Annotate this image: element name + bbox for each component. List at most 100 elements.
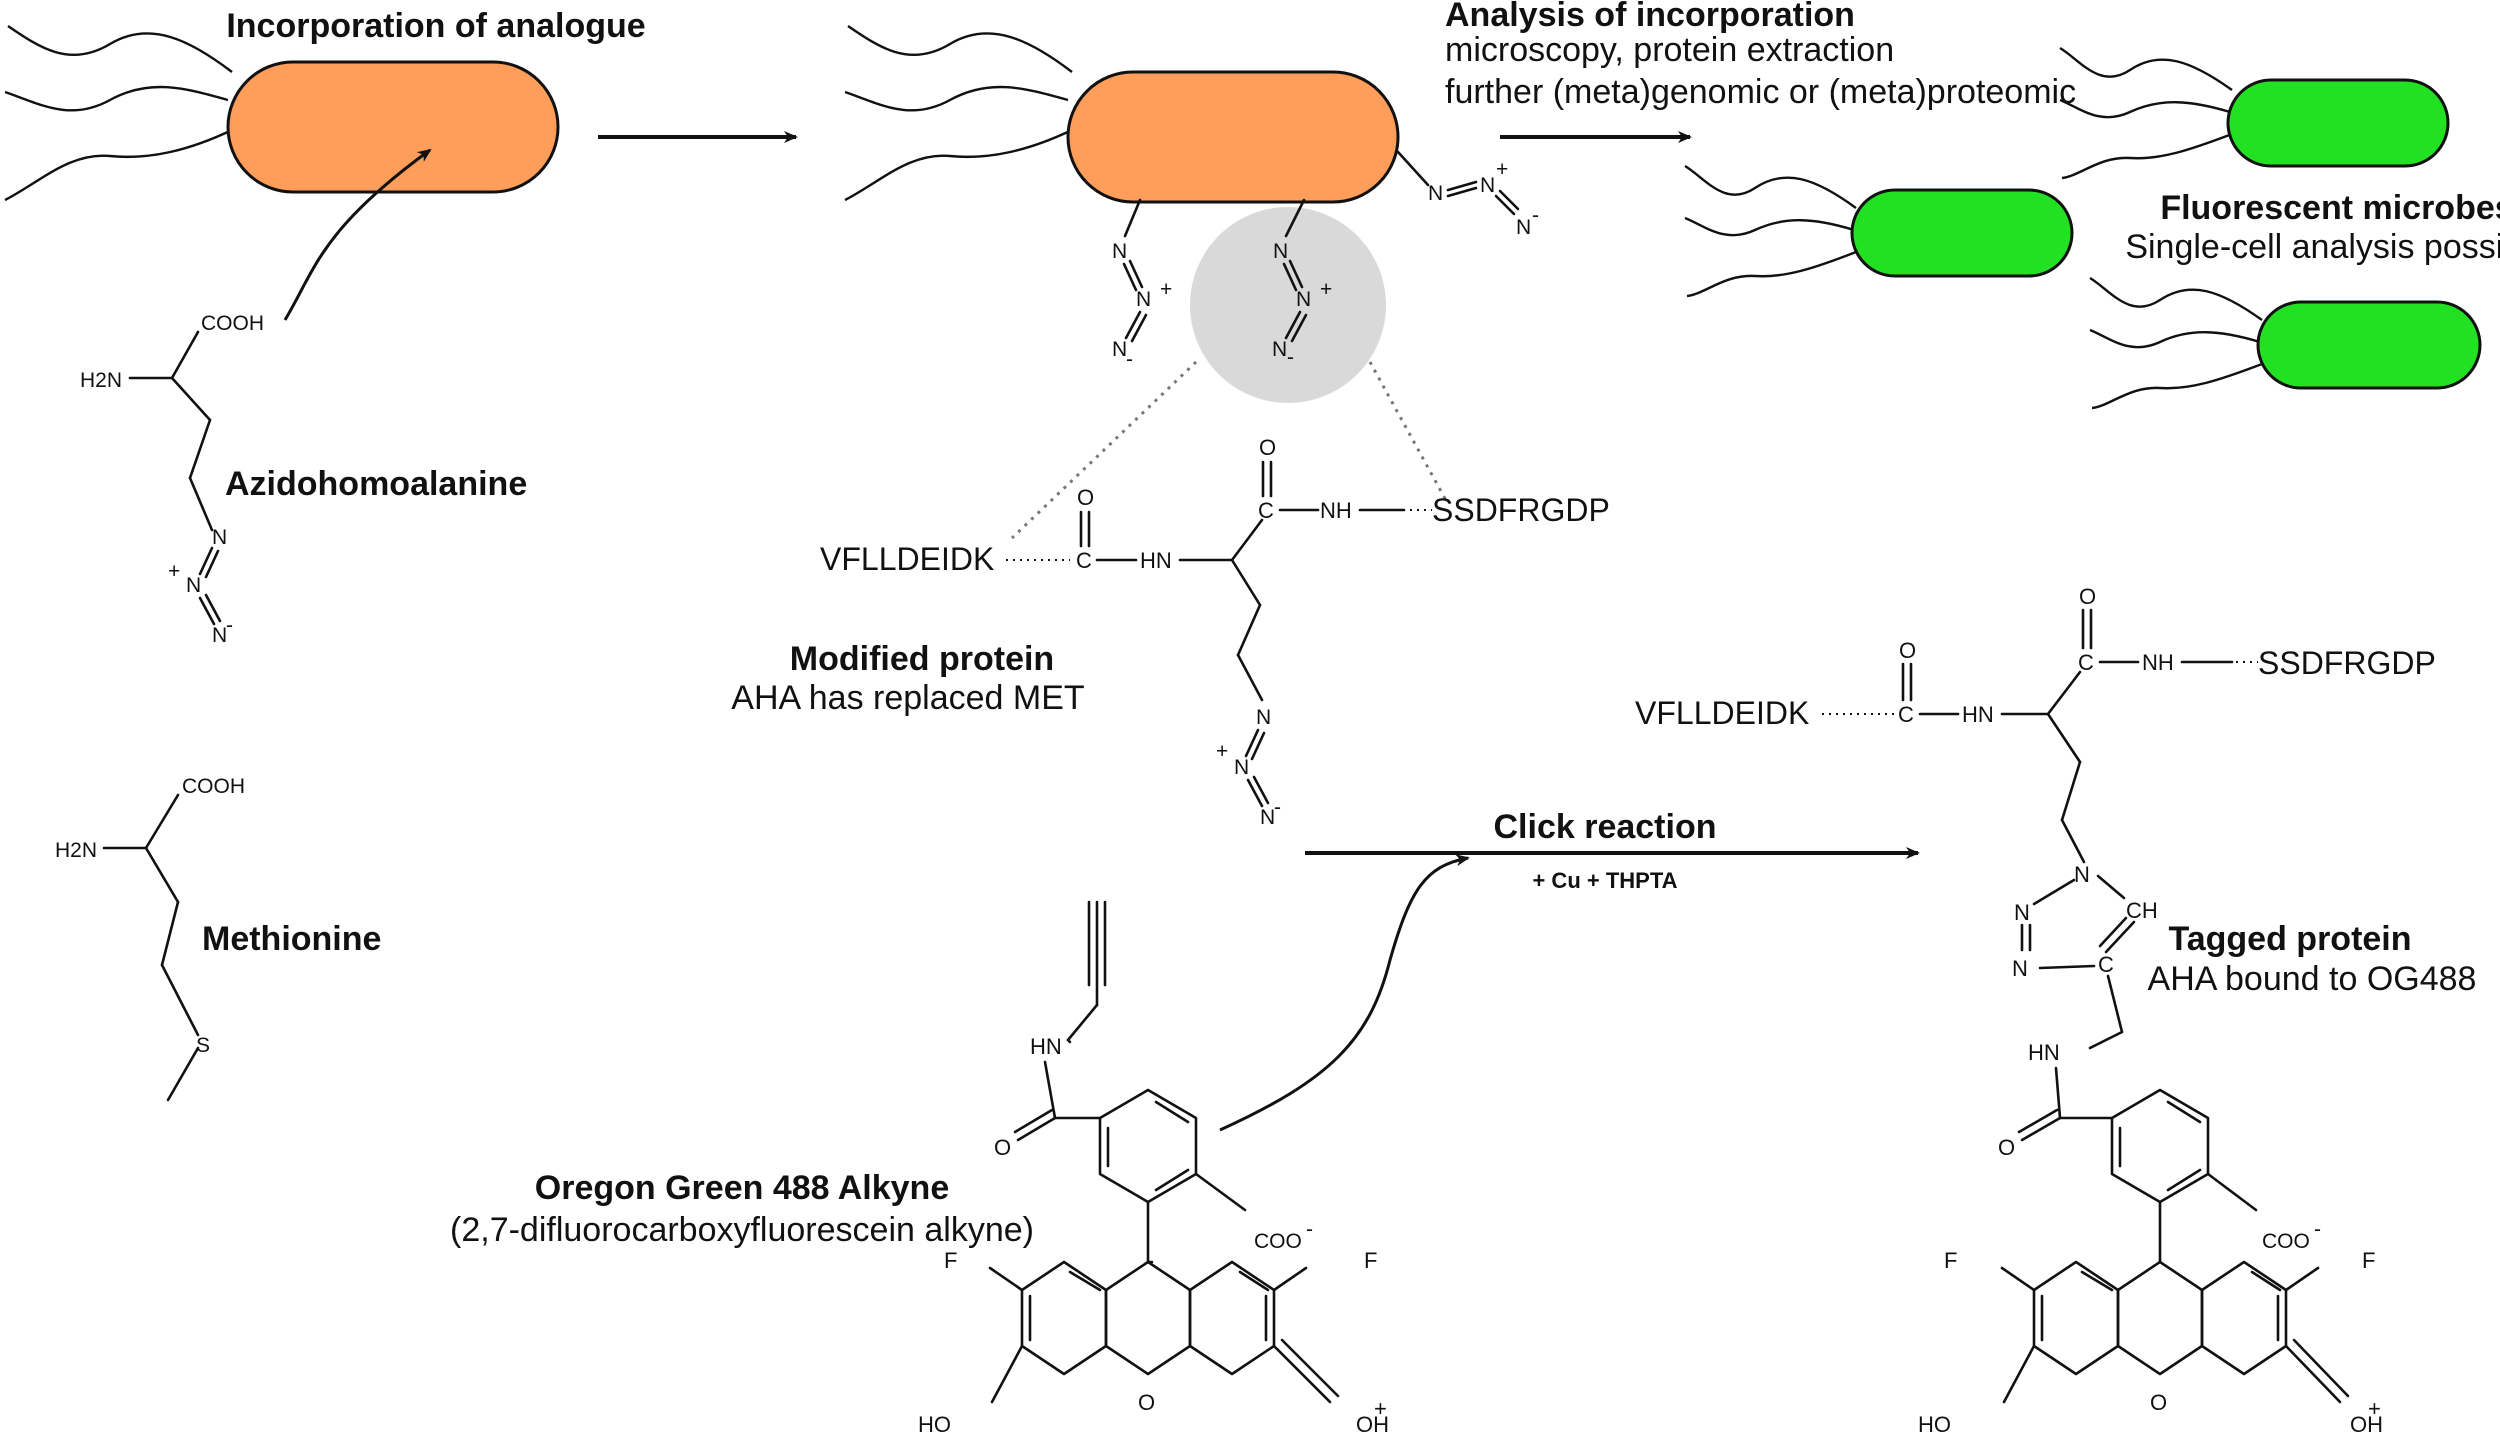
incorporation-title: Incorporation of analogue xyxy=(226,7,645,45)
aha-cooh: COOH xyxy=(201,312,264,335)
svg-text:N: N xyxy=(1516,216,1531,239)
methionine-structure: COOH H2N S xyxy=(55,775,245,1102)
svg-text:-: - xyxy=(1306,1218,1313,1241)
svg-text:N: N xyxy=(1136,288,1151,311)
aha-h2n: H2N xyxy=(80,369,122,392)
methionine-label: Methionine xyxy=(202,920,381,958)
svg-text:N: N xyxy=(1112,338,1127,361)
svg-text:F: F xyxy=(1944,1248,1957,1273)
svg-text:C: C xyxy=(2098,952,2114,977)
fluorescent-title: Fluorescent microbes xyxy=(2160,189,2500,227)
analysis-line2: further (meta)genomic or (meta)proteomic xyxy=(1445,73,2076,111)
svg-text:O: O xyxy=(1138,1390,1155,1415)
svg-text:HO: HO xyxy=(1918,1412,1951,1437)
svg-text:COO: COO xyxy=(1254,1230,1302,1253)
svg-text:N: N xyxy=(2014,900,2030,925)
svg-text:N: N xyxy=(1234,756,1249,779)
uptake-arrow xyxy=(283,148,432,321)
dye-title: Oregon Green 488 Alkyne xyxy=(535,1169,949,1207)
dye-subtitle: (2,7-difluorocarboxyfluorescein alkyne) xyxy=(450,1211,1034,1249)
svg-text:N: N xyxy=(1256,706,1271,729)
svg-text:+: + xyxy=(1374,1396,1387,1421)
svg-text:+: + xyxy=(1160,278,1172,301)
modified-protein-title: Modified protein xyxy=(790,640,1054,678)
svg-text:O: O xyxy=(1077,485,1094,510)
svg-text:+: + xyxy=(1496,158,1508,181)
svg-text:-: - xyxy=(1274,796,1281,819)
aha-structure: COOH H2N N N + N - xyxy=(80,312,264,647)
zoom-line-right xyxy=(1368,361,1450,505)
green-bacterium-3 xyxy=(2256,300,2482,390)
svg-text:F: F xyxy=(1364,1248,1377,1273)
click-reaction-title: Click reaction xyxy=(1494,808,1717,846)
svg-text:H2N: H2N xyxy=(55,839,97,862)
svg-text:N: N xyxy=(2012,956,2028,981)
orange-bacterium-modified-body xyxy=(1066,70,1400,204)
og488-alkyne-structure: HN O COO - O F F HO OH + xyxy=(918,900,1389,1437)
analysis-line1: microscopy, protein extraction xyxy=(1445,31,1894,69)
svg-text:F: F xyxy=(2362,1248,2375,1273)
svg-text:-: - xyxy=(1126,348,1133,371)
svg-text:HN: HN xyxy=(1030,1034,1062,1059)
cell-orange-left xyxy=(4,25,560,202)
svg-text:COO: COO xyxy=(2262,1230,2310,1253)
svg-text:N: N xyxy=(1272,338,1287,361)
svg-text:OH: OH xyxy=(1356,1412,1389,1437)
svg-text:O: O xyxy=(2150,1390,2167,1415)
svg-text:HN: HN xyxy=(2028,1040,2060,1065)
svg-text:+: + xyxy=(2368,1396,2381,1421)
cell-green-middle xyxy=(1684,164,2074,298)
svg-text:O: O xyxy=(994,1135,1011,1160)
svg-text:NH: NH xyxy=(2142,650,2174,675)
svg-text:HN: HN xyxy=(1140,548,1172,573)
cell-green-top xyxy=(2059,46,2450,180)
svg-text:N: N xyxy=(1428,182,1443,205)
green-bacterium-2 xyxy=(1850,188,2074,278)
modified-protein-structure: VFLLDEIDK C O HN C O NH SSDFRGDP N N + N… xyxy=(820,435,1610,829)
tagged-protein-title: Tagged protein xyxy=(2168,920,2411,958)
svg-text:N: N xyxy=(2074,862,2090,887)
click-reagents: + Cu + THPTA xyxy=(1532,868,1677,893)
green-bacterium-1 xyxy=(2226,78,2450,168)
orange-bacterium-body xyxy=(226,60,560,194)
svg-text:N: N xyxy=(1112,240,1127,263)
svg-text:COOH: COOH xyxy=(182,775,245,798)
svg-text:-: - xyxy=(2314,1218,2321,1241)
seq-right: SSDFRGDP xyxy=(1432,492,1610,528)
svg-text:O: O xyxy=(2079,584,2096,609)
svg-text:O: O xyxy=(1998,1135,2015,1160)
svg-text:NH: NH xyxy=(1320,498,1352,523)
zoom-circle xyxy=(1190,207,1386,403)
analysis-title: Analysis of incorporation xyxy=(1445,0,1855,34)
svg-text:N: N xyxy=(1296,288,1311,311)
svg-text:CH: CH xyxy=(2126,898,2158,923)
svg-text:F: F xyxy=(944,1248,957,1273)
svg-text:C: C xyxy=(2078,650,2094,675)
svg-text:N: N xyxy=(1260,806,1275,829)
svg-text:-: - xyxy=(226,614,233,637)
svg-text:HN: HN xyxy=(1962,702,1994,727)
zoom-line-left xyxy=(1010,360,1198,540)
fluorescent-subtitle: Single-cell analysis possible xyxy=(2125,228,2500,266)
svg-text:S: S xyxy=(196,1034,210,1057)
svg-text:N: N xyxy=(1273,240,1288,263)
svg-text:+: + xyxy=(1320,278,1332,301)
svg-text:N: N xyxy=(186,574,201,597)
svg-text:N: N xyxy=(212,526,227,549)
svg-text:OH: OH xyxy=(2350,1412,2383,1437)
svg-text:-: - xyxy=(1287,346,1294,369)
tagged-protein-structure: VFLLDEIDK C O HN C O NH SSDFRGDP N CH C … xyxy=(1635,584,2436,1437)
svg-text:-: - xyxy=(1532,204,1539,227)
svg-text:+: + xyxy=(168,560,180,583)
seq-left: VFLLDEIDK xyxy=(820,541,994,577)
svg-text:N: N xyxy=(1480,174,1495,197)
aha-label: Azidohomoalanine xyxy=(225,465,527,503)
cell-green-bottom xyxy=(2089,276,2482,410)
svg-text:HO: HO xyxy=(918,1412,951,1437)
svg-text:N: N xyxy=(212,624,227,647)
svg-text:VFLLDEIDK: VFLLDEIDK xyxy=(1635,695,1809,731)
tagged-protein-subtitle: AHA bound to OG488 xyxy=(2148,960,2477,998)
modified-protein-subtitle: AHA has replaced MET xyxy=(731,679,1084,717)
